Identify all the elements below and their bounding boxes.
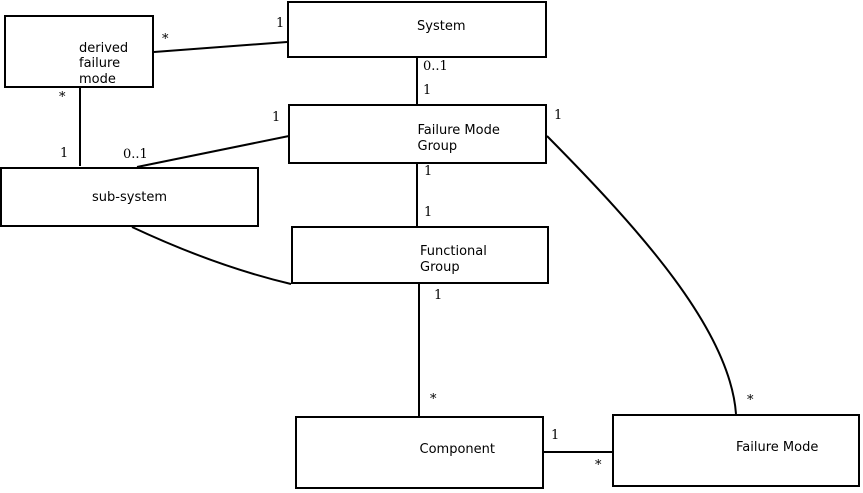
label-line: System [417, 18, 466, 34]
multiplicity-label: 1 [554, 108, 563, 123]
class-label-failure-mode: Failure Mode [736, 440, 818, 456]
multiplicity-label: * [595, 458, 602, 473]
class-label-sub-system: sub-system [92, 190, 167, 206]
class-box-failure-mode-group: Failure Mode Group [288, 104, 547, 164]
label-line: sub-system [92, 190, 167, 205]
multiplicity-label: 1 [551, 428, 560, 443]
multiplicity-label: 0..1 [123, 147, 148, 162]
label-line: Failure Mode [736, 439, 819, 455]
multiplicity-label: * [747, 393, 754, 408]
class-box-failure-mode: Failure Mode [612, 414, 860, 487]
multiplicity-label: * [59, 90, 66, 105]
class-label-system: System [417, 19, 465, 35]
multiplicity-label: 1 [423, 83, 432, 98]
label-line: Functional [420, 244, 487, 259]
class-box-component: Component [295, 416, 544, 489]
class-box-system: System [287, 1, 547, 58]
multiplicity-label: 1 [424, 164, 433, 179]
connector-derived-failure-mode-system [153, 41, 288, 53]
class-label-component: Component [420, 442, 495, 458]
multiplicity-label: 1 [434, 288, 443, 303]
label-line: Component [419, 441, 495, 457]
label-line: failure [79, 56, 121, 71]
multiplicity-label: 0..1 [423, 59, 448, 74]
multiplicity-label: 1 [272, 110, 281, 125]
label-line: derived [79, 40, 129, 56]
connector-failure-mode-group-failure-mode-curve [546, 135, 737, 415]
multiplicity-label: 1 [60, 146, 69, 161]
label-line: Failure Mode [417, 123, 500, 138]
label-line: Group [420, 259, 460, 275]
label-line: Group [417, 138, 458, 154]
class-box-functional-group: Functional Group [291, 226, 549, 284]
multiplicity-label: * [162, 32, 169, 47]
label-line: mode [79, 71, 116, 87]
class-box-derived-failure-mode: derived failure mode [4, 15, 154, 88]
class-label-failure-mode-group: Failure Mode Group [418, 123, 500, 154]
connector-subsystem-functional-group-curve [131, 226, 292, 285]
multiplicity-label: 1 [276, 16, 285, 31]
multiplicity-label: 1 [424, 205, 433, 220]
class-label-functional-group: Functional Group [420, 244, 487, 275]
connector-subsystem-failure-mode-group [136, 135, 290, 168]
class-box-sub-system: sub-system [0, 167, 259, 227]
multiplicity-label: * [430, 392, 437, 407]
class-label-derived-failure-mode: derived failure mode [79, 41, 128, 88]
